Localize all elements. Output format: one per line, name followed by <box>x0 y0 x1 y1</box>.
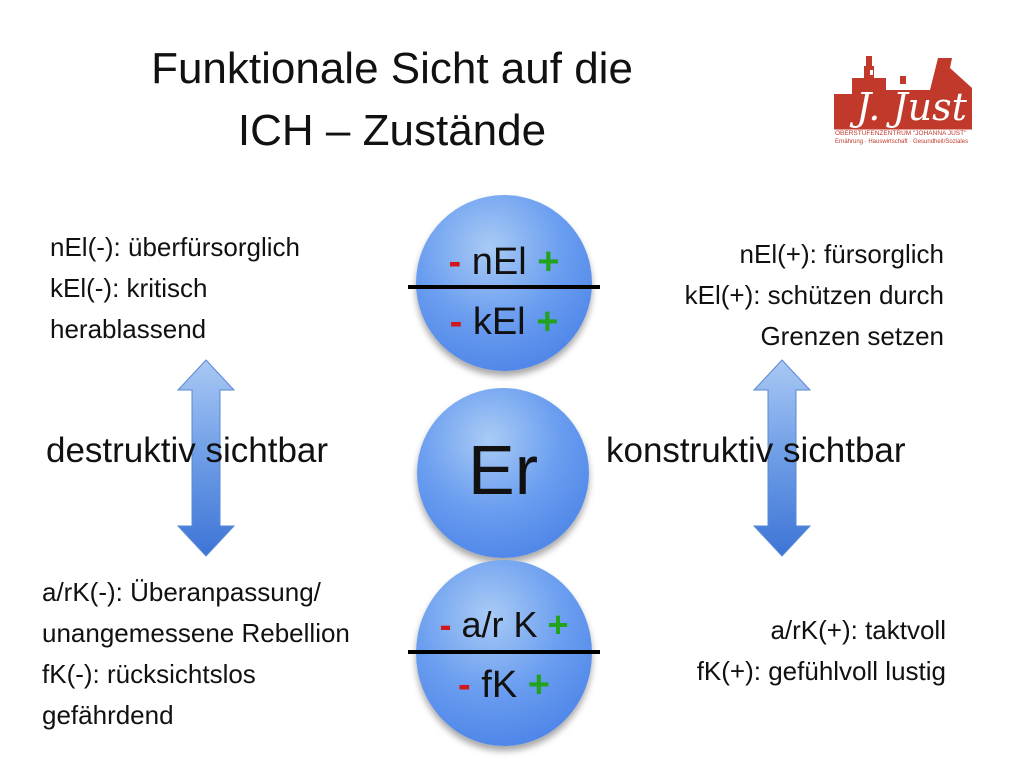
minus-sign: - <box>449 301 463 343</box>
plus-sign: + <box>537 241 560 283</box>
minus-sign: - <box>458 664 471 706</box>
destructive-label: destruktiv sichtbar <box>46 431 329 470</box>
plus-sign: + <box>527 664 550 706</box>
text-line: nEl(+): fürsorglich <box>739 239 944 269</box>
el-negative-description: nEl(-): überfürsorglich kEl(-): kritisch… <box>50 227 300 350</box>
minus-sign: - <box>439 604 452 645</box>
eltern-ich-circle: - nEl + - kEl + <box>408 195 600 371</box>
text-line: kEl(-): kritisch <box>50 273 208 303</box>
text-line: fK(-): rücksichtslos <box>42 659 256 689</box>
k-positive-description: a/rK(+): taktvoll fK(+): gefühlvoll lust… <box>600 610 946 692</box>
kindheits-ich-circle: - a/r K + - fK + <box>408 560 600 746</box>
title-line-2: ICH – Zustände <box>237 106 547 155</box>
text-line: kEl(+): schützen durch <box>684 280 944 310</box>
title-line-1: Funktionale Sicht auf die <box>151 44 633 93</box>
nel-row: - nEl + <box>416 241 592 284</box>
school-logo: J. Just OBERSTUFENZENTRUM "JOHANNA JUST"… <box>830 48 976 148</box>
right-double-arrow-icon <box>752 359 812 557</box>
lighthouse-house-logo-icon: J. Just OBERSTUFENZENTRUM "JOHANNA JUST"… <box>834 56 972 145</box>
plus-sign: + <box>547 604 569 645</box>
constructive-label: konstruktiv sichtbar <box>606 431 906 470</box>
left-double-arrow-icon <box>176 359 236 557</box>
svg-text:J. Just: J. Just <box>849 85 968 129</box>
text-line: Grenzen setzen <box>760 321 944 351</box>
text-line: a/rK(-): Überanpassung/ <box>42 577 321 607</box>
svg-text:OBERSTUFENZENTRUM "JOHANNA JUS: OBERSTUFENZENTRUM "JOHANNA JUST" <box>835 130 967 137</box>
el-positive-description: nEl(+): fürsorglich kEl(+): schützen dur… <box>600 234 944 357</box>
text-line: gefährdend <box>42 700 174 730</box>
divider-line <box>408 285 600 289</box>
fk-row: - fK + <box>416 664 592 707</box>
page-title: Funktionale Sicht auf die ICH – Zustände <box>100 38 684 162</box>
kel-row: - kEl + <box>416 301 592 344</box>
text-line: nEl(-): überfürsorglich <box>50 232 300 262</box>
er-label: Er <box>468 431 538 509</box>
fk-label: fK <box>481 664 518 706</box>
text-line: a/rK(+): taktvoll <box>770 615 946 645</box>
ark-label: a/r K <box>461 604 538 645</box>
k-negative-description: a/rK(-): Überanpassung/ unangemessene Re… <box>42 572 350 736</box>
text-line: herablassend <box>50 314 207 344</box>
plus-sign: + <box>536 301 559 343</box>
kel-label: kEl <box>472 301 526 343</box>
divider-line <box>408 650 600 654</box>
text-line: unangemessene Rebellion <box>42 618 350 648</box>
nel-label: nEl <box>471 241 527 283</box>
erwachsenen-ich-circle: Er <box>417 388 589 558</box>
ark-row: - a/r K + <box>416 604 592 646</box>
text-line: fK(+): gefühlvoll lustig <box>696 656 946 686</box>
minus-sign: - <box>448 241 462 283</box>
svg-text:Ernährung · Hauswirtschaft · G: Ernährung · Hauswirtschaft · Gesundheit/… <box>835 139 968 145</box>
